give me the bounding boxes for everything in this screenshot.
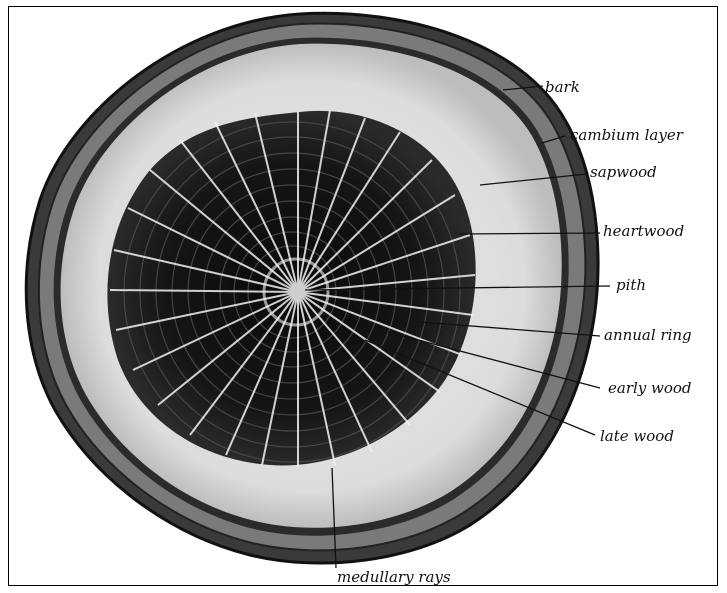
label-late-wood: late wood — [600, 427, 674, 445]
label-heartwood: heartwood — [603, 222, 684, 240]
label-pith: pith — [616, 276, 646, 294]
label-cambium-layer: cambium layer — [570, 126, 684, 144]
label-sapwood: sapwood — [590, 163, 657, 181]
label-bark: bark — [545, 78, 580, 96]
label-annual-ring: annual ring — [604, 326, 692, 344]
label-early-wood: early wood — [608, 379, 692, 397]
label-medullary-rays: medullary rays — [337, 568, 451, 586]
